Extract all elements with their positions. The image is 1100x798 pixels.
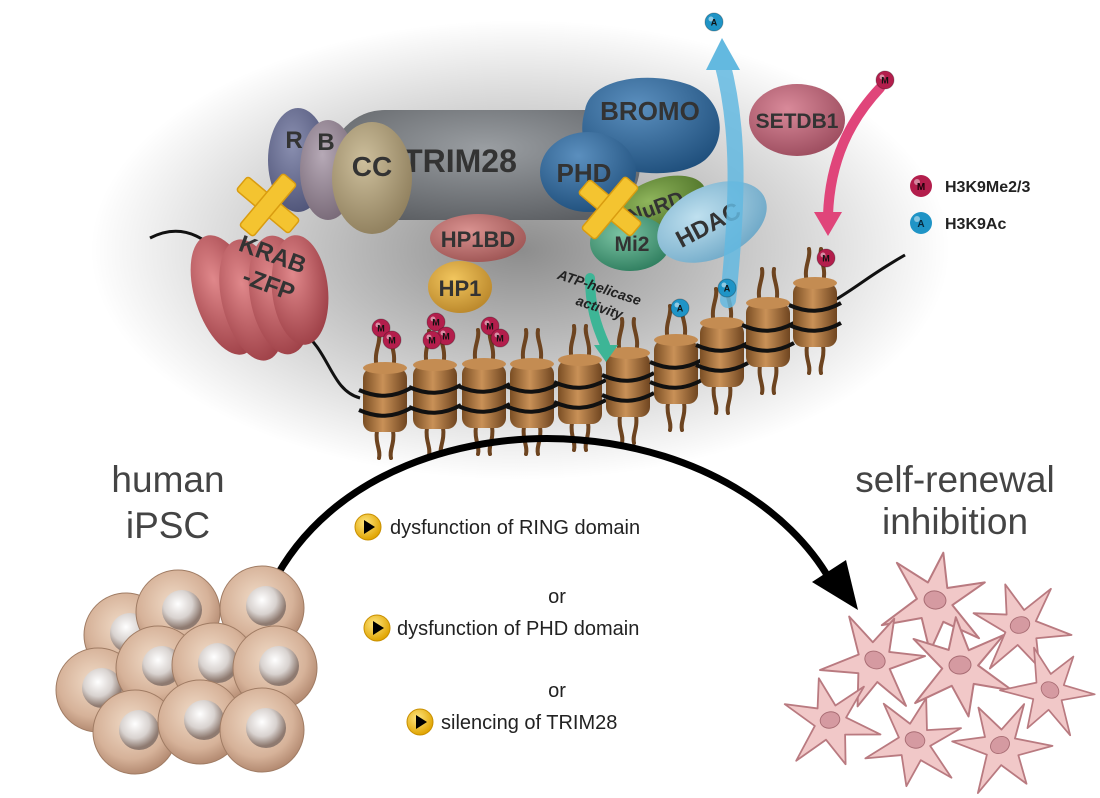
svg-text:A: A bbox=[677, 304, 684, 314]
svg-text:M: M bbox=[432, 318, 440, 328]
methyl-mark: M bbox=[426, 312, 446, 332]
methyl-mark: M bbox=[490, 328, 510, 348]
methyl-mark: M bbox=[422, 330, 442, 350]
hp1-domain bbox=[428, 261, 492, 313]
trim28-label: TRIM28 bbox=[403, 143, 517, 179]
conditions-list: dysfunction of RING domain or dysfunctio… bbox=[354, 513, 640, 736]
svg-text:M: M bbox=[428, 336, 436, 346]
svg-text:A: A bbox=[711, 18, 718, 28]
methylation-arrow bbox=[823, 83, 885, 220]
stellate-cell bbox=[999, 646, 1096, 737]
bromo-label: BROMO bbox=[600, 96, 700, 126]
left-cell-label-1: human bbox=[111, 459, 224, 500]
svg-text:M: M bbox=[822, 254, 830, 264]
stellate-cell bbox=[819, 615, 926, 708]
condition-or-2: or bbox=[548, 680, 566, 702]
methyl-mark: M bbox=[371, 318, 391, 338]
hp1-complex: HP1BD HP1 bbox=[428, 214, 526, 313]
transition-arrowhead bbox=[812, 560, 858, 610]
nucleosome bbox=[788, 247, 842, 375]
trim28-complex: TRIM28 R B CC BROMO PHD bbox=[268, 77, 720, 234]
nucleosome-array bbox=[358, 247, 842, 460]
nucleosome bbox=[695, 287, 749, 415]
nucleosome bbox=[408, 329, 462, 457]
legend-acetyl-label: H3K9Ac bbox=[945, 216, 1006, 233]
nucleosome bbox=[358, 332, 412, 460]
acetyl-mark: A bbox=[717, 278, 737, 298]
cc-label: CC bbox=[352, 151, 392, 182]
svg-text:M: M bbox=[388, 336, 396, 346]
hp1bd-label: HP1BD bbox=[441, 227, 516, 252]
stellate-cell bbox=[951, 703, 1054, 795]
svg-text:A: A bbox=[724, 284, 731, 294]
methyl-mark: M bbox=[382, 330, 402, 350]
legend: M H3K9Me2/3 A H3K9Ac bbox=[910, 175, 1030, 234]
nucleosome bbox=[601, 317, 655, 445]
nucleosome bbox=[649, 304, 703, 432]
ipsc-cell bbox=[157, 679, 243, 765]
condition-or-1: or bbox=[548, 586, 566, 608]
cross-mark-phd bbox=[578, 176, 642, 240]
legend-methyl-icon: M bbox=[910, 175, 932, 197]
legend-acetyl-icon: A bbox=[910, 212, 932, 234]
mi2-label: Mi2 bbox=[614, 233, 649, 256]
ipsc-cell bbox=[219, 687, 305, 773]
krab-zfp-protein: KRAB -ZFP bbox=[190, 230, 329, 361]
nucleosome bbox=[553, 324, 607, 452]
b-label: B bbox=[317, 129, 334, 156]
right-cell-label-1: self-renewal bbox=[855, 459, 1054, 500]
svg-text:M: M bbox=[917, 182, 925, 193]
methyl-mark: M bbox=[816, 248, 836, 268]
r-label: R bbox=[285, 127, 302, 154]
condition-3-text: silencing of TRIM28 bbox=[441, 712, 617, 734]
condition-2-text: dysfunction of PHD domain bbox=[397, 618, 639, 640]
stellate-cell bbox=[864, 697, 962, 788]
svg-text:A: A bbox=[917, 219, 924, 230]
condition-1-text: dysfunction of RING domain bbox=[390, 517, 640, 539]
cc-domain bbox=[332, 122, 412, 234]
right-cell-label-2: inhibition bbox=[882, 501, 1028, 542]
nucleosome bbox=[505, 328, 559, 456]
phd-label: PHD bbox=[557, 158, 612, 188]
setdb1-label: SETDB1 bbox=[756, 110, 839, 133]
ipsc-cell bbox=[92, 689, 178, 775]
transition-arrow bbox=[268, 435, 834, 587]
acetyl-removal-arrow bbox=[706, 38, 744, 308]
stellate-cell bbox=[912, 616, 1014, 718]
condition-bullet-1 bbox=[354, 513, 382, 541]
methyl-mark: M bbox=[875, 70, 895, 90]
legend-methyl-label: H3K9Me2/3 bbox=[945, 179, 1030, 196]
setdb1-domain bbox=[749, 84, 845, 156]
nucleosome bbox=[457, 328, 511, 456]
stellate-cell bbox=[880, 551, 986, 653]
dna-right-end bbox=[834, 253, 906, 302]
svg-text:M: M bbox=[486, 322, 494, 332]
svg-text:M: M bbox=[377, 324, 385, 334]
differentiated-cell-cluster bbox=[783, 551, 1096, 795]
left-cell-label-2: iPSC bbox=[126, 505, 210, 546]
acetyl-mark: A bbox=[670, 298, 690, 318]
svg-text:M: M bbox=[442, 332, 450, 342]
condition-bullet-2 bbox=[363, 614, 391, 642]
methyl-mark: M bbox=[480, 316, 500, 336]
svg-text:M: M bbox=[496, 334, 504, 344]
setdb1-complex: SETDB1 bbox=[749, 83, 885, 236]
mi2-domain bbox=[590, 215, 670, 271]
hp1bd-domain bbox=[430, 214, 526, 262]
hp1-label: HP1 bbox=[439, 276, 482, 301]
condition-bullet-3 bbox=[406, 708, 434, 736]
svg-text:M: M bbox=[881, 76, 889, 86]
cross-mark-ring bbox=[236, 173, 300, 237]
acetyl-mark: A bbox=[704, 12, 724, 32]
stellate-cell bbox=[783, 677, 882, 766]
ipsc-cell-cluster bbox=[55, 565, 318, 775]
